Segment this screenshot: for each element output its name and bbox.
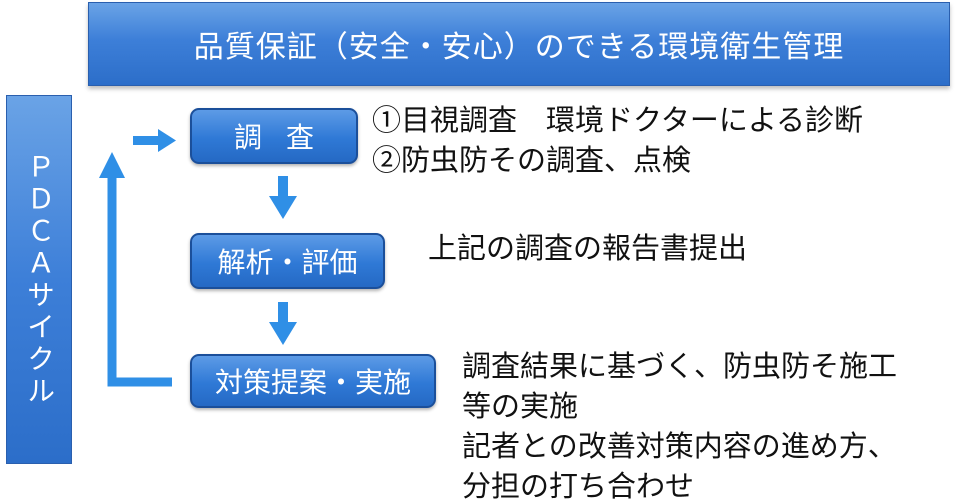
down-arrow-1-head-icon — [269, 196, 297, 219]
step-survey-description: ①目視調査 環境ドクターによる診断 ②防虫防その調査、点検 — [372, 100, 863, 180]
loop-back-arrow — [107, 175, 172, 387]
down-arrow-2-head-icon — [269, 322, 297, 345]
pdca-cycle-label-box: ＰＤＣＡサイクル — [6, 95, 72, 464]
entry-arrow-shaft — [133, 136, 161, 145]
step-action-description: 調査結果に基づく、防虫防そ施工 等の実施 記者との改善対策内容の進め方、 分担の… — [462, 346, 897, 503]
description-line: 分担の打ち合わせ — [462, 469, 695, 503]
description-line: 等の実施 — [462, 389, 579, 423]
entry-arrowhead-icon — [158, 129, 176, 152]
pdca-cycle-label: ＰＤＣＡサイクル — [23, 151, 56, 408]
step-survey-box: 調査 — [190, 108, 358, 164]
step-action-box: 対策提案・実施 — [190, 354, 436, 408]
step-analysis-description: 上記の調査の報告書提出 — [428, 228, 747, 268]
down-arrow-1-shaft — [278, 176, 288, 198]
step-analysis-label: 解析・評価 — [217, 246, 358, 279]
diagram-title: 品質保証（安全・安心）のできる環境衛生管理 — [193, 30, 845, 65]
down-arrow-2-shaft — [278, 302, 288, 324]
description-line: 上記の調査の報告書提出 — [428, 231, 748, 265]
description-line: ①目視調査 環境ドクターによる診断 — [372, 103, 863, 137]
step-survey-label: 調査 — [233, 121, 338, 154]
description-line: 調査結果に基づく、防虫防そ施工 — [462, 349, 898, 383]
loop-back-arrowhead-icon — [99, 152, 125, 178]
title-banner: 品質保証（安全・安心）のできる環境衛生管理 — [88, 2, 950, 86]
step-action-label: 対策提案・実施 — [214, 366, 411, 399]
description-line: ②防虫防その調査、点検 — [372, 143, 692, 177]
description-line: 記者との改善対策内容の進め方、 — [462, 429, 897, 463]
step-analysis-box: 解析・評価 — [190, 233, 385, 289]
